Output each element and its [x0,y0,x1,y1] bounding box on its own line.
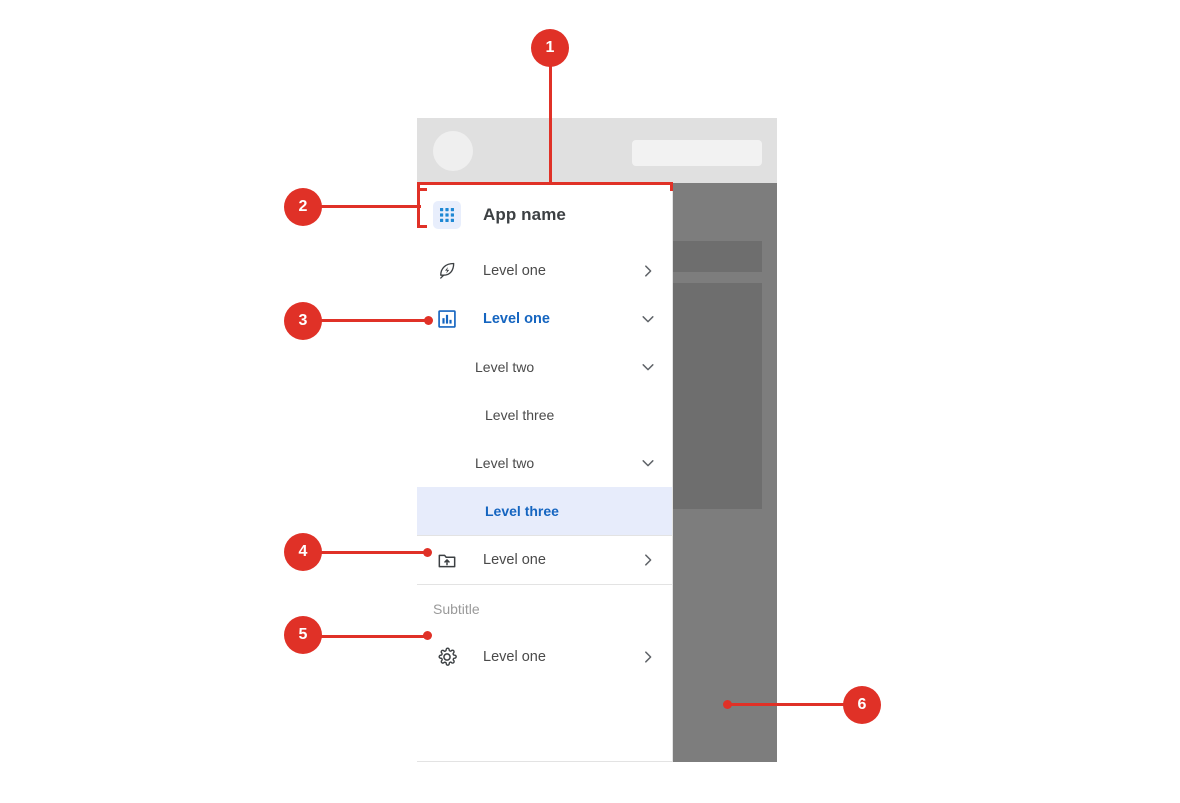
navigation-drawer: App name Level one [417,183,673,762]
chevron-down-icon[interactable] [640,311,656,327]
sidebar-item-level-one-reports[interactable]: Level one [417,295,672,343]
app-name-label: App name [483,205,566,224]
callout-6[interactable]: 6 [843,686,881,724]
chevron-right-icon[interactable] [640,552,656,568]
chevron-right-icon[interactable] [640,263,656,279]
sidebar-item-level-one-folder[interactable]: Level one [417,536,672,584]
sidebar-item-label: Level one [483,263,546,279]
sidebar-item-level-two-a[interactable]: Level two [417,343,672,391]
sidebar-item-label: Level one [483,311,550,327]
chevron-right-icon[interactable] [640,649,656,665]
sidebar-item-label: Level three [485,503,559,519]
subtitle-row: Subtitle [417,585,672,633]
sidebar-item-label: Level two [475,359,535,375]
sidebar-item-level-one-eco[interactable]: Level one [417,247,672,295]
subtitle-label: Subtitle [433,601,480,617]
callout-3[interactable]: 3 [284,302,322,340]
callout-1[interactable]: 1 [531,29,569,67]
avatar[interactable] [433,131,473,171]
content-block [672,241,762,272]
content-block [672,283,762,509]
callout-3-leader [321,319,429,322]
sidebar-item-label: Level two [475,455,535,471]
app-topbar [417,118,777,183]
callout-2-leader-horizontal [321,205,421,208]
app-header[interactable]: App name [417,183,672,247]
sidebar-item-level-three-a[interactable]: Level three [417,391,672,439]
callout-5[interactable]: 5 [284,616,322,654]
sidebar-item-label: Level three [485,407,555,423]
gear-settings-icon [433,643,461,671]
bar-chart-icon [433,305,461,333]
scrim-overlay[interactable] [672,183,777,762]
sidebar-item-level-three-b[interactable]: Level three [417,487,672,535]
grid-apps-icon [433,201,461,229]
eco-leaf-bolt-icon [433,257,461,285]
callout-2[interactable]: 2 [284,188,322,226]
callout-4[interactable]: 4 [284,533,322,571]
sidebar-item-label: Level one [483,649,546,665]
app-window-mock: App name Level one [417,118,777,762]
nav-divider-secondary [417,584,672,585]
chevron-down-icon[interactable] [640,455,656,471]
sidebar-item-level-one-settings[interactable]: Level one [417,633,672,681]
callout-4-leader [321,551,428,554]
sidebar-item-level-two-b[interactable]: Level two [417,439,672,487]
sidebar-item-label: Level one [483,552,546,568]
callout-5-leader [321,635,428,638]
chevron-down-icon[interactable] [640,359,656,375]
folder-upload-icon [433,546,461,574]
search-input[interactable] [632,140,762,166]
nav-divider [417,535,672,536]
